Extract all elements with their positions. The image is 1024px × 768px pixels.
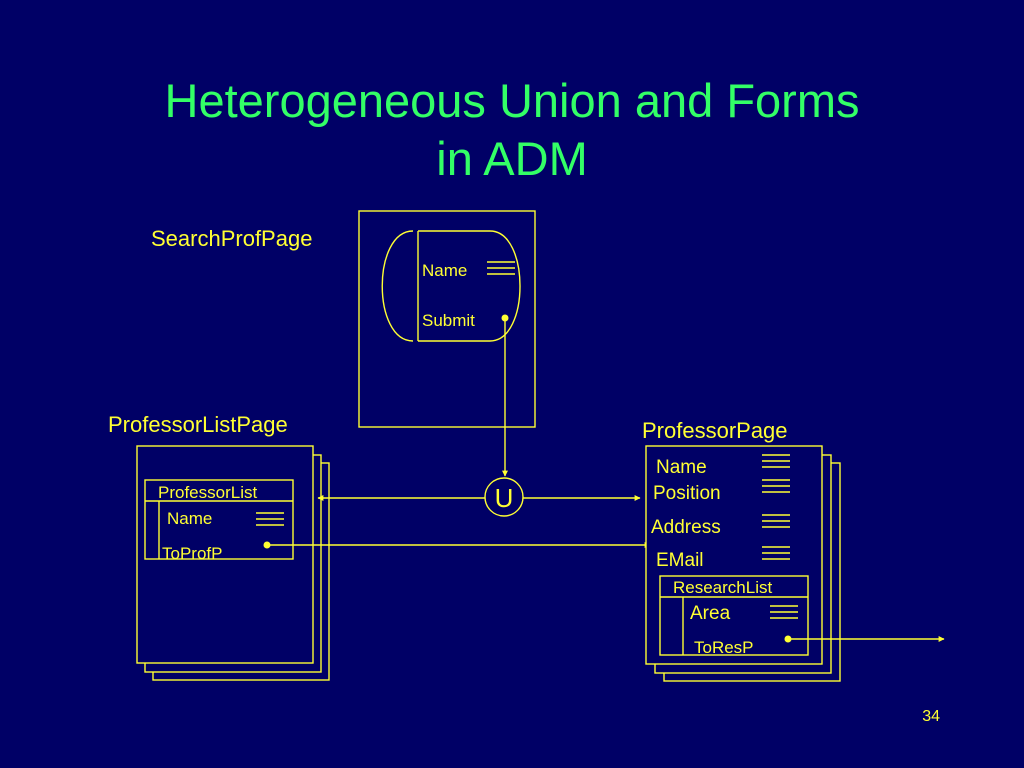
research-list-box (659, 575, 809, 656)
search-prof-page (358, 210, 536, 477)
professor-list-box (144, 479, 294, 560)
search-page-label: SearchProfPage (151, 226, 312, 251)
prof-email-field-label: EMail (656, 550, 704, 571)
search-submit-label: Submit (422, 311, 475, 330)
area-field-label: Area (690, 603, 731, 624)
list-name-field-label: Name (167, 509, 212, 528)
title-line-2: in ADM (436, 132, 588, 185)
prof-position-field-label: Position (653, 483, 721, 504)
union-symbol: U (495, 483, 514, 513)
title-line-1: Heterogeneous Union and Forms (164, 74, 860, 127)
text-field-icon (762, 454, 790, 468)
professor-list-page-label: ProfessorListPage (108, 412, 288, 437)
research-list-label: ResearchList (673, 578, 772, 597)
text-field-icon (762, 479, 790, 493)
prof-address-field-label: Address (651, 517, 721, 538)
professor-list-label: ProfessorList (158, 483, 257, 502)
text-field-icon (487, 261, 515, 275)
to-res-link-label: ToResP (694, 638, 754, 657)
text-field-icon (762, 546, 790, 560)
to-prof-link-label: ToProfP (162, 544, 222, 563)
union-node (484, 477, 524, 517)
stack-page-1 (645, 445, 823, 665)
text-field-icon (762, 514, 790, 528)
page-number: 34 (922, 708, 940, 725)
professor-page-label: ProfessorPage (642, 418, 788, 443)
search-name-field-label: Name (422, 261, 467, 280)
professor-list-page (136, 445, 330, 681)
search-form (381, 230, 521, 342)
text-field-icon (256, 512, 284, 526)
text-field-icon (770, 605, 798, 619)
search-page-frame (358, 210, 536, 428)
stack-page-1 (136, 445, 314, 664)
prof-name-field-label: Name (656, 457, 707, 478)
professor-page (645, 445, 945, 682)
slide-title: Heterogeneous Union and Forms in ADM (0, 72, 1024, 188)
